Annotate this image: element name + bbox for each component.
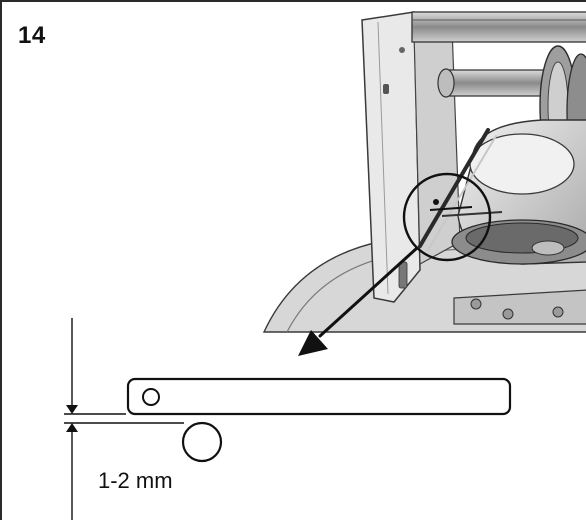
detail-roller [181, 421, 223, 463]
machine-illustration [262, 11, 586, 333]
step-number: 14 [18, 22, 46, 49]
detail-circle-icon [402, 172, 492, 262]
gap-label: 1-2 mm [98, 468, 173, 493]
gap-dimension [64, 318, 184, 520]
detail-bar [126, 377, 512, 416]
arrow-down-left-icon [298, 246, 419, 356]
